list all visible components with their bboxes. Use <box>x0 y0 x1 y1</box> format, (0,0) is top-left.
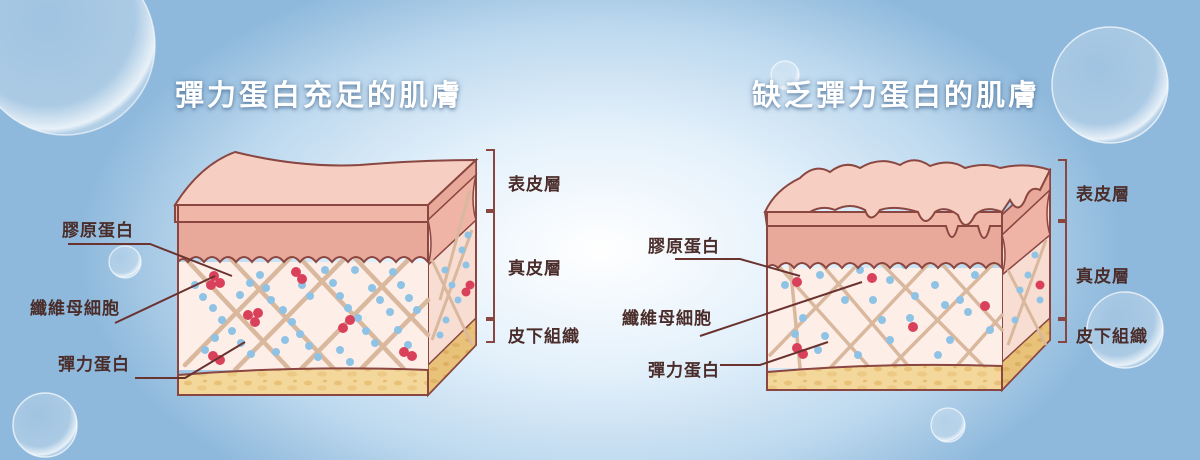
skin-block-healthy <box>173 150 479 398</box>
callout-lines-right <box>675 258 863 366</box>
callout-elastin-left: 彈力蛋白 <box>58 355 130 375</box>
panel-title-healthy: 彈力蛋白充足的肌膚 <box>175 78 464 112</box>
label-dermis-left: 真皮層 <box>508 259 562 279</box>
bubble-decoration <box>0 0 1169 458</box>
callout-collagen-left: 膠原蛋白 <box>62 221 134 241</box>
label-epidermis-right: 表皮層 <box>1076 185 1130 205</box>
callout-elastin-right: 彈力蛋白 <box>648 361 720 381</box>
callout-fibroblast-right: 纖維母細胞 <box>622 309 712 329</box>
label-subcutis-right: 皮下組織 <box>1076 327 1148 347</box>
panel-title-lacking: 缺乏彈力蛋白的肌膚 <box>752 78 1041 112</box>
callout-lines-left <box>68 243 246 379</box>
callout-fibroblast-left: 纖維母細胞 <box>30 299 120 319</box>
layer-bracket-left <box>486 149 495 343</box>
callout-collagen-right: 膠原蛋白 <box>648 237 720 257</box>
label-epidermis-left: 表皮層 <box>508 175 562 195</box>
label-dermis-right: 真皮層 <box>1076 267 1130 287</box>
label-subcutis-left: 皮下組織 <box>508 327 580 347</box>
layer-bracket-right <box>1058 159 1067 343</box>
skin-block-lacking <box>763 159 1052 393</box>
